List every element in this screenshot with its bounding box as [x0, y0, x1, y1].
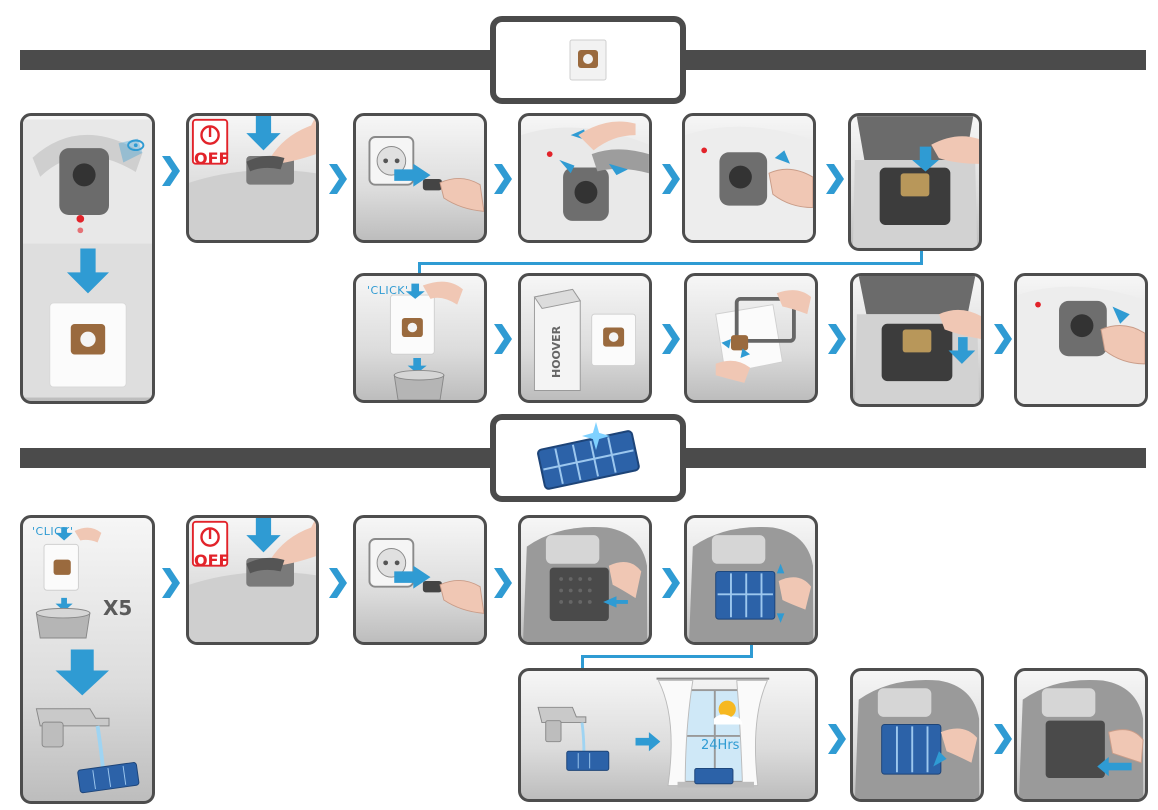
step-arrow [828, 724, 846, 754]
foot-switch-illustration [189, 116, 316, 240]
step-unplug [353, 113, 487, 243]
step-discard-bag: 'CLICK' [353, 273, 487, 403]
step-lift-bag-holder [848, 113, 982, 251]
step-fit-bag [684, 273, 818, 403]
discard-bag-illustration [389, 281, 463, 400]
row-connector [581, 655, 584, 669]
step-unplug [353, 515, 487, 645]
click-label: 'CLICK' [32, 525, 74, 538]
step-arrow [494, 164, 512, 194]
chevron-right-icon [662, 324, 680, 354]
step-new-bag: HOOVER [518, 273, 652, 403]
step-open-filter-grille [518, 515, 652, 645]
step-switch-off: OFF [186, 515, 319, 645]
remove-filter-illustration [689, 526, 813, 642]
chevron-right-icon [828, 724, 846, 754]
chevron-right-icon [828, 324, 846, 354]
chevron-right-icon [662, 568, 680, 598]
vacuum-top-illustration [23, 119, 152, 398]
click-label: 'CLICK' [367, 284, 409, 297]
step-arrow [329, 164, 347, 194]
step-open-lid [682, 113, 816, 243]
insert-filter-illustration [854, 680, 980, 799]
repeat-count-label: X5 [103, 596, 133, 620]
step-close-filter-grille [1014, 668, 1148, 802]
rinse-filter-illustration [35, 527, 140, 794]
chevron-right-icon [329, 568, 347, 598]
chevron-right-icon [162, 568, 180, 598]
chevron-right-icon [994, 324, 1012, 354]
step-remove-hose [518, 113, 652, 243]
row-connector [920, 251, 923, 263]
chevron-right-icon [494, 568, 512, 598]
step-rinse-filter: 'CLICK' X5 [20, 515, 155, 804]
step-insert-filter [850, 668, 984, 802]
chevron-right-icon [329, 164, 347, 194]
step-insert-holder [850, 273, 984, 407]
new-bag-box-illustration [533, 288, 637, 391]
step-arrow [994, 324, 1012, 354]
filter-section-header [490, 414, 686, 502]
chevron-right-icon [494, 324, 512, 354]
step-switch-off: OFF [186, 113, 319, 243]
bag-section-header [490, 16, 686, 104]
step-arrow [662, 568, 680, 598]
close-grille-illustration [1018, 680, 1144, 799]
hepa-filter-icon [537, 422, 640, 490]
plug-socket-illustration [368, 136, 484, 212]
step-arrow [494, 568, 512, 598]
plug-socket-illustration [368, 538, 484, 614]
step-arrow [828, 324, 846, 354]
dry-filter-illustration [537, 677, 770, 788]
step-arrow [662, 164, 680, 194]
fit-bag-illustration [715, 290, 812, 383]
step-arrow [162, 568, 180, 598]
step-arrow [329, 568, 347, 598]
row-connector [418, 262, 923, 265]
step-remove-filter [684, 515, 818, 645]
foot-switch-illustration [189, 518, 316, 642]
hoover-box-label: HOOVER [550, 325, 563, 378]
chevron-right-icon [662, 164, 680, 194]
step-dry-filter: 24Hrs [518, 668, 818, 802]
chevron-right-icon [162, 156, 180, 186]
open-grille-illustration [523, 526, 647, 642]
step-arrow [494, 324, 512, 354]
step-check-bag-full [20, 113, 155, 404]
step-arrow [662, 324, 680, 354]
off-label: OFF [194, 149, 230, 168]
step-arrow [994, 724, 1012, 754]
off-label: OFF [194, 551, 230, 570]
chevron-right-icon [494, 164, 512, 194]
remove-hose-illustration [521, 121, 649, 240]
dust-bag-icon [569, 39, 607, 81]
chevron-right-icon [994, 724, 1012, 754]
row-connector [418, 262, 421, 274]
step-arrow [826, 164, 844, 194]
insert-holder-illustration [854, 276, 981, 404]
step-arrow [162, 156, 180, 186]
row-connector [750, 645, 753, 656]
row-connector [581, 655, 753, 658]
chevron-right-icon [826, 164, 844, 194]
lift-bag-illustration [852, 116, 979, 248]
drying-time-label: 24Hrs [701, 738, 740, 753]
close-lid-illustration [1017, 286, 1145, 404]
step-close-lid [1014, 273, 1148, 407]
open-lid-illustration [685, 126, 813, 240]
